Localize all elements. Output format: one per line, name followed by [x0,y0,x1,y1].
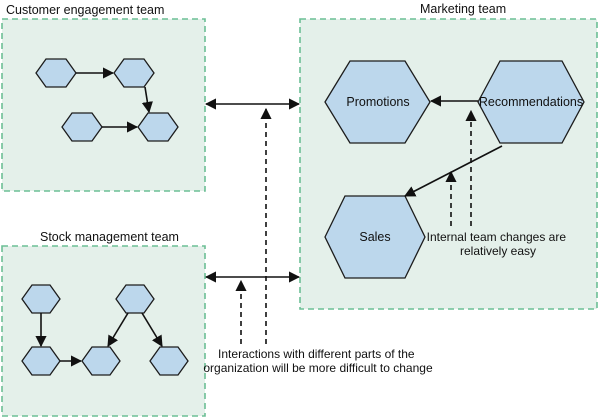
sales-label: Sales [359,230,390,244]
customer-engagement-team: Customer engagement team [1,3,206,192]
stock-management-team-box [1,245,206,417]
sales-hexagon [324,195,426,279]
stock-management-team-title: Stock management team [40,230,179,244]
promotions-label: Promotions [346,95,409,109]
internal-changes-note-line-1: Internal team changes are [427,230,567,244]
customer-engagement-team-box [1,18,206,192]
sm-service-hexagon [81,346,121,376]
stock-management-team: Stock management team [1,230,206,417]
ce-service-hexagon [113,58,155,88]
sm-dependency-arrow [107,312,129,347]
recommendations-label: Recommendations [479,95,583,109]
sm-dependency-arrow [141,312,163,347]
cross-team-note-line-2: organization will be more difficult to c… [203,361,433,375]
cross-team-note-line-1: Interactions with different parts of the [218,347,415,361]
ce-dependency-arrow [141,86,153,114]
marketing-team-title: Marketing team [420,2,506,16]
sm-service-hexagon [115,284,155,314]
recommendations-hexagon [477,60,585,144]
internal-changes-note-line-2: relatively easy [460,244,536,258]
marketing-team: Marketing team Promotions Recommendation… [299,2,598,310]
sm-service-hexagon [149,346,189,376]
internal-changes-note: Internal team changes are relatively eas… [427,230,570,258]
sm-service-hexagon [21,284,61,314]
cross-team-interactions: Interactions with different parts of the… [203,98,433,375]
cross-team-note: Interactions with different parts of the… [203,347,433,375]
customer-engagement-team-title: Customer engagement team [6,3,164,17]
